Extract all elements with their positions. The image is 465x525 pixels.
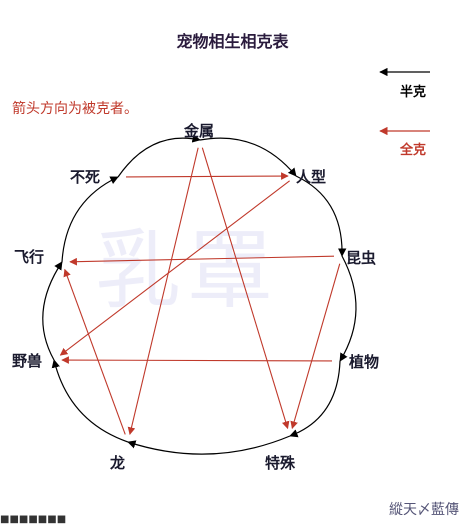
watermark-text: 乳罩: [95, 221, 279, 321]
node-jinshu: 金属: [184, 122, 215, 140]
node-kunchong: 昆虫: [346, 249, 377, 267]
full-edge-long-feixing: [63, 268, 126, 435]
arrow-note: 箭头方向为被克者。: [12, 101, 138, 117]
legend-full-label: 全克: [400, 143, 427, 158]
half-edge-kunchong-zhiwu: [339, 255, 357, 362]
node-yeshou: 野兽: [12, 352, 43, 370]
half-edge-zhiwu-teshu: [289, 360, 341, 438]
bottom-fragment: ■■■■■■■: [0, 514, 67, 525]
half-edge-teshu-long: [127, 435, 291, 455]
node-zhiwu: 植物: [349, 353, 380, 371]
full-edge-renxing-yeshou: [59, 180, 290, 356]
half-edge-feixing-busi: [61, 176, 119, 263]
diagram-title: 宠物相生相克表: [176, 32, 289, 51]
legend-half-label: 半克: [400, 85, 427, 100]
node-teshu: 特殊: [265, 454, 296, 472]
half-edge-jinshu-renxing: [199, 137, 297, 177]
node-renxing: 人型: [296, 168, 327, 186]
half-edge-long-yeshou: [51, 359, 129, 443]
half-edge-renxing-kunchong: [295, 175, 347, 257]
node-feixing: 飞行: [14, 248, 45, 266]
signature-text: 縱天〆藍傳: [389, 502, 459, 518]
edges-layer: [42, 134, 357, 455]
full-edge-jinshu-teshu: [201, 147, 290, 430]
full-edge-jinshu-long: [127, 147, 199, 435]
full-edge-kunchong-feixing: [69, 255, 335, 266]
full-edge-busi-renxing: [125, 172, 289, 180]
half-edge-busi-jinshu: [117, 134, 201, 178]
full-edge-kunchong-teshu: [290, 263, 341, 430]
node-long: 龙: [110, 454, 126, 472]
node-busi: 不死: [70, 168, 101, 186]
full-edge-zhiwu-yeshou: [61, 356, 333, 364]
half-edge-yeshou-feixing: [42, 261, 63, 361]
